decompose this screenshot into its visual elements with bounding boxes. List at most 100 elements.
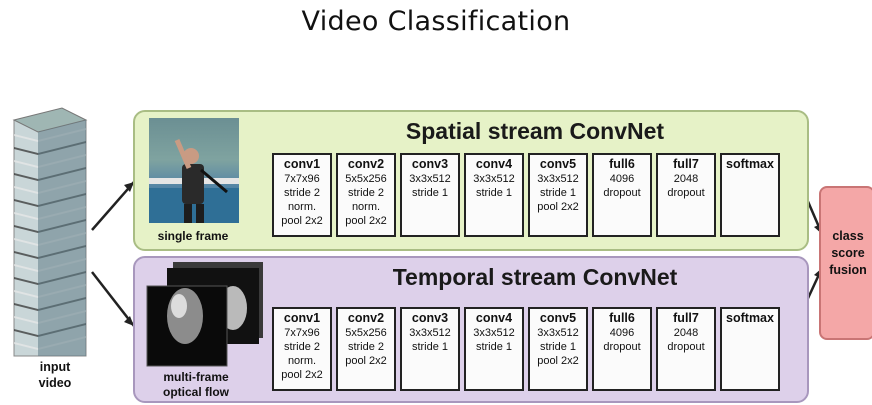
layer-spec-line: pool 2x2 bbox=[281, 369, 323, 381]
optical-flow-caption-line: multi-frame bbox=[163, 370, 229, 384]
layer-spec-line: stride 1 bbox=[539, 341, 577, 353]
layer-box-conv4: conv4 3x3x512 stride 1 bbox=[464, 153, 524, 237]
layer-name: full6 bbox=[609, 157, 635, 171]
layer-spec-line: stride 1 bbox=[475, 341, 513, 353]
layer-spec-line: 4096 bbox=[609, 327, 635, 339]
layer-box-full7: full7 2048 dropout bbox=[656, 307, 716, 391]
input-video-stack-icon bbox=[12, 107, 88, 357]
layer-box-full7: full7 2048 dropout bbox=[656, 153, 716, 237]
layer-box-softmax: softmax bbox=[720, 307, 780, 391]
layer-spec-line: stride 2 bbox=[283, 341, 321, 353]
layer-name: conv5 bbox=[539, 311, 577, 325]
input-caption-line: video bbox=[38, 376, 72, 390]
frame-slice-icon bbox=[14, 193, 86, 207]
layer-spec-line: pool 2x2 bbox=[537, 355, 579, 367]
layer-box-full6: full6 4096 dropout bbox=[592, 153, 652, 237]
spatial-stream-title: Spatial stream ConvNet bbox=[405, 118, 665, 144]
layer-name: conv2 bbox=[347, 157, 385, 171]
layer-box-conv5: conv5 3x3x512 stride 1 pool 2x2 bbox=[528, 307, 588, 391]
layer-spec-line: dropout bbox=[667, 187, 705, 199]
optical-flow-caption-line: optical flow bbox=[163, 385, 229, 399]
layer-name: softmax bbox=[726, 311, 774, 325]
page-title: Video Classification bbox=[301, 6, 571, 37]
input-video-caption: input video bbox=[20, 359, 90, 391]
frame-slice-icon bbox=[14, 180, 86, 194]
layer-spec-line: pool 2x2 bbox=[345, 355, 387, 367]
layer-spec-line: stride 1 bbox=[539, 187, 577, 199]
layer-spec-line: 2048 bbox=[673, 173, 699, 185]
layer-spec-line: 4096 bbox=[609, 173, 635, 185]
layer-name: conv2 bbox=[347, 311, 385, 325]
frame-slice-icon bbox=[14, 284, 86, 298]
frame-slice-icon bbox=[14, 141, 86, 155]
layer-name: full7 bbox=[673, 311, 699, 325]
fusion-label: class score fusion bbox=[824, 228, 872, 279]
person-frame-icon bbox=[149, 139, 239, 223]
layer-spec-line: 7x7x96 bbox=[284, 173, 320, 185]
frame-slice-icon bbox=[14, 297, 86, 311]
fusion-label-line: score bbox=[831, 246, 865, 260]
layer-name: full7 bbox=[673, 157, 699, 171]
fusion-label-line: fusion bbox=[829, 263, 867, 277]
layer-box-conv2: conv2 5x5x256 stride 2 norm. pool 2x2 bbox=[336, 153, 396, 237]
arrow-to-spatial-icon bbox=[91, 181, 135, 231]
layer-spec-line: norm. bbox=[287, 355, 317, 367]
layer-spec-line: stride 2 bbox=[347, 187, 385, 199]
input-caption-line: input bbox=[39, 360, 71, 374]
layer-box-conv2: conv2 5x5x256 stride 2 pool 2x2 bbox=[336, 307, 396, 391]
frame-slice-icon bbox=[14, 258, 86, 272]
layer-spec-line: pool 2x2 bbox=[345, 215, 387, 227]
frame-slice-icon bbox=[14, 128, 86, 142]
frame-slice-icon bbox=[14, 167, 86, 181]
layer-spec-line: stride 2 bbox=[283, 187, 321, 199]
fusion-label-line: class bbox=[832, 229, 864, 243]
layer-spec-line: dropout bbox=[667, 341, 705, 353]
layer-spec-line: stride 1 bbox=[475, 187, 513, 199]
layer-spec-line: 5x5x256 bbox=[345, 173, 387, 185]
arrow-to-temporal-icon bbox=[91, 271, 135, 327]
layer-spec-line: 3x3x512 bbox=[409, 173, 451, 185]
frame-slice-icon bbox=[14, 323, 86, 337]
layer-spec-line: dropout bbox=[603, 187, 641, 199]
layer-spec-line: 3x3x512 bbox=[409, 327, 451, 339]
layer-name: conv4 bbox=[475, 157, 513, 171]
layer-name: full6 bbox=[609, 311, 635, 325]
layer-spec-line: norm. bbox=[287, 201, 317, 213]
layer-spec-line: 3x3x512 bbox=[537, 173, 579, 185]
frame-slice-icon bbox=[14, 336, 86, 350]
layer-box-conv4: conv4 3x3x512 stride 1 bbox=[464, 307, 524, 391]
layer-spec-line: 5x5x256 bbox=[345, 327, 387, 339]
frame-slice-icon bbox=[14, 310, 86, 324]
spatial-stream-panel: single frame Spatial stream ConvNet conv… bbox=[133, 110, 809, 251]
layer-spec-line: stride 1 bbox=[411, 187, 449, 199]
layer-spec-line: norm. bbox=[351, 201, 381, 213]
layer-box-softmax: softmax bbox=[720, 153, 780, 237]
layer-name: conv4 bbox=[475, 311, 513, 325]
optical-flow-caption: multi-frame optical flow bbox=[141, 370, 251, 400]
layer-spec-line: stride 2 bbox=[347, 341, 385, 353]
layer-spec-line: dropout bbox=[603, 341, 641, 353]
frame-slice-icon bbox=[14, 245, 86, 259]
layer-spec-line: 3x3x512 bbox=[473, 173, 515, 185]
frame-slice-icon bbox=[14, 206, 86, 220]
layer-spec-line: 3x3x512 bbox=[537, 327, 579, 339]
layer-spec-line: pool 2x2 bbox=[537, 201, 579, 213]
single-frame-caption: single frame bbox=[157, 229, 229, 243]
frame-slice-icon bbox=[14, 219, 86, 233]
layer-spec-line: 2048 bbox=[673, 327, 699, 339]
layer-name: conv3 bbox=[411, 311, 449, 325]
layer-spec-line: pool 2x2 bbox=[281, 215, 323, 227]
single-frame-image bbox=[149, 118, 239, 223]
class-score-fusion-box bbox=[819, 186, 872, 340]
layer-spec-line: stride 1 bbox=[411, 341, 449, 353]
layer-name: conv3 bbox=[411, 157, 449, 171]
layer-box-full6: full6 4096 dropout bbox=[592, 307, 652, 391]
layer-spec-line: 7x7x96 bbox=[284, 327, 320, 339]
frame-slice-icon bbox=[14, 154, 86, 168]
layer-spec-line: 3x3x512 bbox=[473, 327, 515, 339]
